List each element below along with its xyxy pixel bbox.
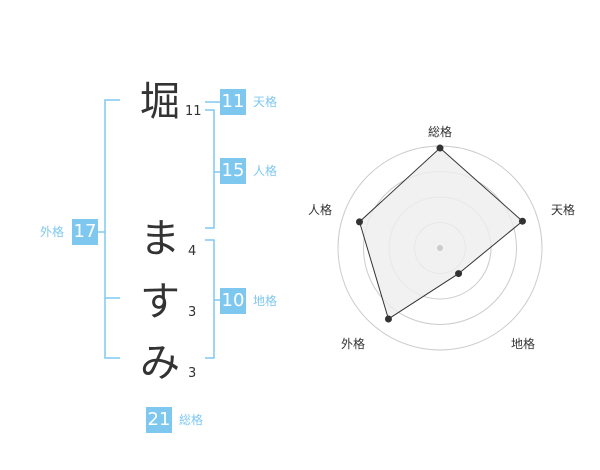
- jinkaku-label: 人格: [253, 164, 278, 178]
- gaikaku-bracket: [98, 99, 120, 359]
- chikaku-label: 地格: [253, 294, 278, 308]
- radar-label-gaikaku: 外格: [341, 337, 366, 351]
- name-char-2-strokes: 4: [188, 244, 197, 259]
- soukaku-value: 21: [146, 407, 172, 433]
- gaikaku-label: 外格: [40, 225, 65, 239]
- gaikaku-value: 17: [72, 219, 98, 245]
- soukaku-label: 総格: [179, 413, 204, 427]
- name-char-4-strokes: 3: [188, 366, 197, 381]
- tenkaku-label: 天格: [253, 95, 278, 109]
- radar-point-1: [518, 217, 526, 225]
- radar-point-0: [436, 144, 444, 152]
- name-char-3-strokes: 3: [188, 305, 197, 320]
- radar-polygon: [358, 147, 524, 320]
- chikaku-value: 10: [220, 288, 246, 314]
- name-char-4: み: [140, 340, 180, 386]
- radar-center-dot: [437, 245, 443, 251]
- radar-point-2: [455, 270, 463, 278]
- radar-label-tenkaku: 天格: [551, 203, 576, 217]
- jinkaku-bracket: [205, 109, 220, 229]
- chikaku-bracket: [205, 239, 220, 359]
- radar-label-soukaku: 総格: [428, 125, 453, 139]
- name-char-2: ま: [140, 216, 180, 262]
- jinkaku-value: 15: [220, 158, 246, 184]
- name-char-1-strokes: 11: [185, 104, 202, 119]
- tenkaku-value: 11: [220, 89, 246, 115]
- name-char-3: す: [140, 279, 180, 325]
- radar-label-chikaku: 地格: [511, 337, 536, 351]
- radar-point-3: [384, 315, 392, 323]
- radar-point-4: [355, 218, 363, 226]
- radar-label-jinkaku: 人格: [308, 203, 333, 217]
- name-char-1: 堀: [140, 79, 180, 125]
